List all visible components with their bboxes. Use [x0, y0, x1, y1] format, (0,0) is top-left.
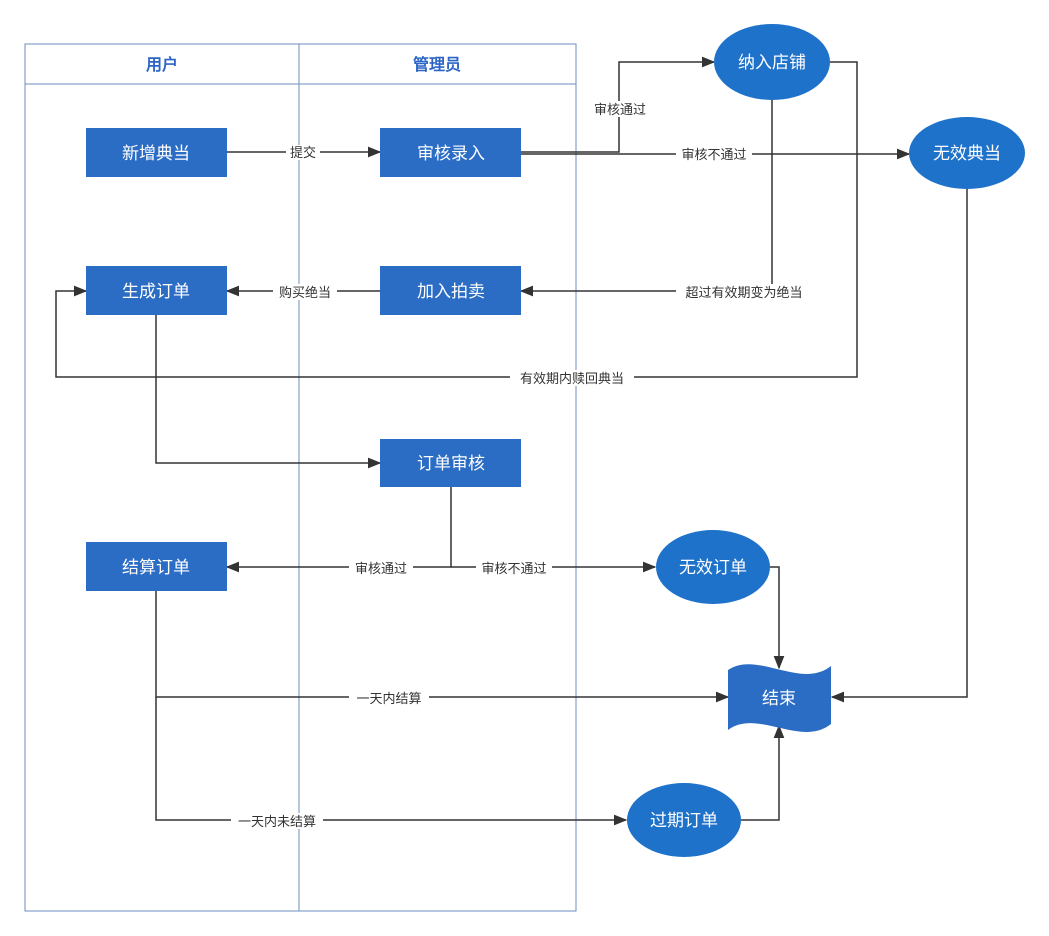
- node-create-order-label: 生成订单: [122, 282, 190, 302]
- label-review-fail-1: 审核不通过: [681, 148, 746, 163]
- label-redeem: 有效期内赎回典当: [520, 371, 624, 387]
- node-expired-order-label: 过期订单: [650, 811, 718, 831]
- node-order-review[interactable]: 订单审核: [380, 439, 521, 487]
- node-auction[interactable]: 加入拍卖: [380, 266, 521, 315]
- label-submit: 提交: [290, 145, 316, 161]
- edge-labels: 提交 审核通过 审核不通过 超过有效期变为绝当 购买绝当 有效期内赎回典当 审核…: [231, 101, 812, 830]
- node-settle-order[interactable]: 结算订单: [86, 542, 227, 591]
- node-invalid-pawn-label: 无效典当: [933, 144, 1001, 164]
- lane-user-title: 用户: [146, 55, 178, 74]
- label-settle-in-day: 一天内结算: [356, 691, 421, 707]
- edge-settle-in-day: [155, 591, 730, 703]
- nodes: 新增典当 审核录入 纳入店铺 无效典当 生成订单 加入拍卖 订单审核 结算订单: [86, 24, 1025, 857]
- edge-order-to-review: [155, 315, 382, 469]
- label-review-fail-2: 审核不通过: [481, 562, 546, 577]
- label-expired-forfeit: 超过有效期变为绝当: [685, 285, 802, 301]
- edge-expired-to-end: [741, 724, 785, 821]
- label-review-pass-1: 审核通过: [594, 103, 646, 118]
- node-create-order[interactable]: 生成订单: [86, 266, 227, 315]
- node-invalid-pawn[interactable]: 无效典当: [909, 117, 1025, 189]
- node-end[interactable]: 结束: [728, 664, 831, 732]
- edge-review-pass-2: [225, 487, 452, 573]
- edges: [55, 56, 968, 826]
- lane-admin: [298, 43, 577, 912]
- node-auction-label: 加入拍卖: [417, 282, 485, 302]
- swimlane-container: 用户 管理员: [24, 43, 577, 912]
- node-settle-order-label: 结算订单: [122, 558, 190, 578]
- node-new-pawn[interactable]: 新增典当: [86, 128, 227, 177]
- edge-expired-forfeit: [519, 100, 773, 297]
- end-document-shape: [728, 664, 831, 732]
- node-expired-order[interactable]: 过期订单: [627, 783, 741, 857]
- edge-invalid-pawn-to-end: [830, 188, 968, 703]
- label-not-settled: 一天内未结算: [238, 814, 316, 830]
- node-invalid-order[interactable]: 无效订单: [656, 530, 770, 604]
- edge-not-settled: [155, 697, 628, 826]
- node-new-pawn-label: 新增典当: [122, 144, 190, 164]
- node-order-review-label: 订单审核: [417, 454, 485, 474]
- lane-admin-title: 管理员: [413, 55, 461, 74]
- node-store[interactable]: 纳入店铺: [714, 24, 830, 100]
- edge-invalid-order-to-end: [770, 566, 785, 670]
- node-review-entry-label: 审核录入: [417, 144, 485, 164]
- label-buy-forfeit: 购买绝当: [279, 285, 331, 301]
- node-end-label: 结束: [762, 689, 796, 709]
- label-review-pass-2: 审核通过: [355, 562, 407, 577]
- node-review-entry[interactable]: 审核录入: [380, 128, 521, 177]
- edge-redeem: [55, 61, 858, 378]
- node-store-label: 纳入店铺: [738, 53, 806, 73]
- node-invalid-order-label: 无效订单: [679, 558, 747, 578]
